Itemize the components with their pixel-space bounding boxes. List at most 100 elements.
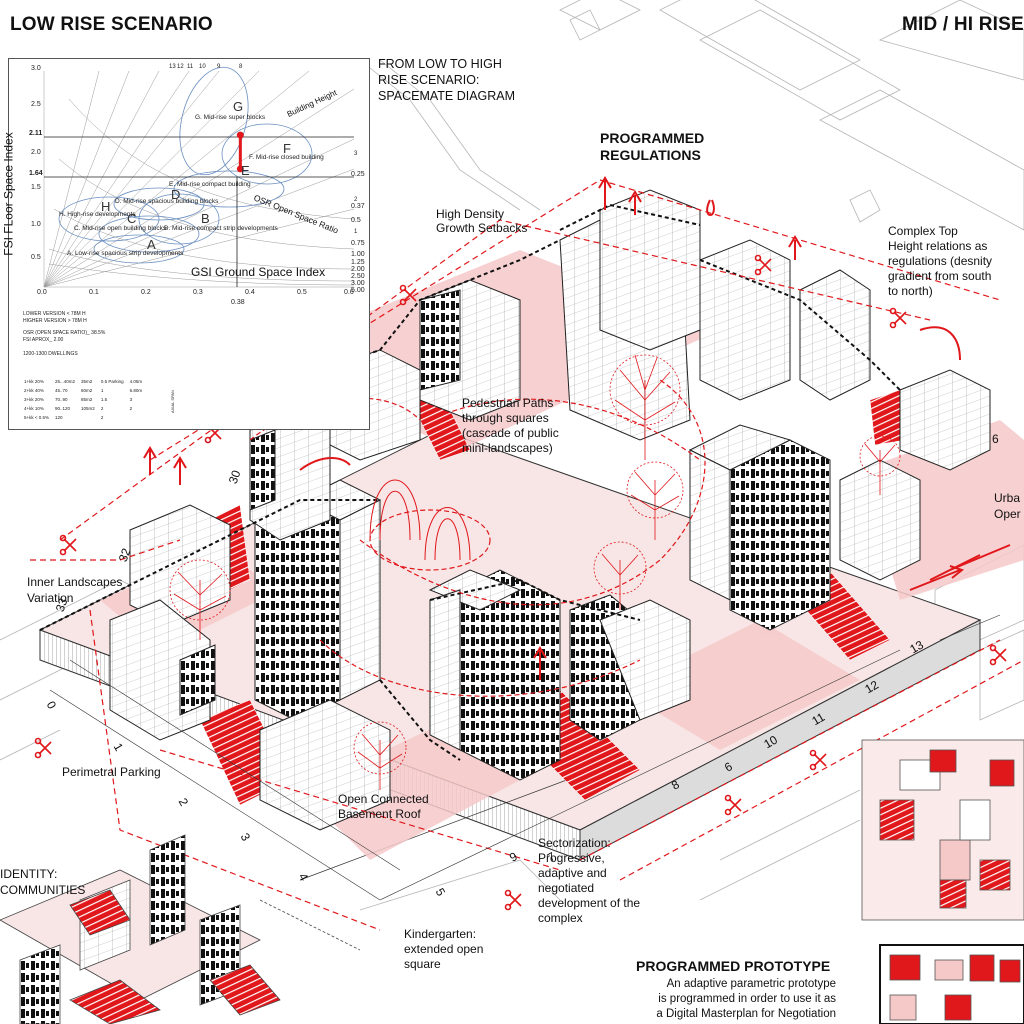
programmed-regulations-heading: PROGRAMMED REGULATIONS <box>600 130 704 164</box>
table-cell: 60m2 <box>81 388 93 393</box>
table-cell <box>78 413 98 422</box>
region-label: H. High-rise developments <box>59 211 136 218</box>
label-line: gradient from south <box>888 269 992 283</box>
spacemate-plot <box>43 66 355 288</box>
identity-communities-sketch <box>0 834 361 1024</box>
x-tick: 0.3 <box>193 289 203 296</box>
osr-tick: 2.00 <box>351 266 365 273</box>
high-density-label: High Density Growth Setbacks <box>436 207 527 235</box>
region-letter: E <box>241 163 250 178</box>
region-label: A. Low-rise spacious strip developments <box>67 250 184 257</box>
dwelling-mix-table: 1+kk 20% 25...40m2 35m2 0.5 Parking 4.05… <box>21 377 145 422</box>
pedestrian-paths-label: Pedestrian Paths through squares (cascad… <box>462 396 559 456</box>
table-cell: 1.5 <box>100 397 108 402</box>
label-line: IDENTITY: <box>0 867 58 881</box>
floor-number: 3 <box>354 151 358 157</box>
x-tick: 0.1 <box>89 289 99 296</box>
table-cell: 2 <box>100 415 104 420</box>
table-cell: 4+kk 10% <box>24 406 44 411</box>
floor-number: 9 <box>217 64 221 70</box>
x-tick: 0.0 <box>37 289 47 296</box>
region-letter: A <box>147 237 156 252</box>
axial-span-label: AXIAL SPAN <box>169 390 175 413</box>
osr-tick: 3.00 <box>351 280 365 287</box>
regulation-arrows <box>143 176 1011 680</box>
sector-number: 6 <box>992 432 999 446</box>
osr-tick: 2.50 <box>351 273 365 280</box>
spacemate-summary: LOWER VERSION < 78M H HIGHER VERSION > 7… <box>23 311 105 358</box>
spacemate-marker-lines <box>44 136 354 287</box>
region-letter: C <box>127 211 137 226</box>
spacemate-caption: FROM LOW TO HIGH RISE SCENARIO: SPACEMAT… <box>378 56 515 104</box>
summary-line: 1200-1300 DWELLINGS <box>23 351 78 357</box>
x-tick: 0.5 <box>297 289 307 296</box>
x-tick: 0.2 <box>141 289 151 296</box>
summary-line: FSI APROX_ 2.00 <box>23 337 64 343</box>
complex-top-label: Complex Top Height relations as regulati… <box>888 224 992 299</box>
label-line: Pedestrian Paths <box>462 396 554 410</box>
plan-sketches <box>861 739 1024 1024</box>
table-row: 3+kk 20% 70..90 85m2 1.5 3 <box>21 395 145 404</box>
summary-line: LOWER VERSION < 78M H <box>23 311 86 317</box>
floor-number: 11 <box>187 64 194 70</box>
table-cell: 6.80m <box>129 388 143 393</box>
scissors-icon <box>34 254 1007 931</box>
table-cell: 90..120 <box>55 406 71 411</box>
heading-line: PROGRAMMED <box>600 130 705 146</box>
identity-label: IDENTITY: COMMUNITIES <box>0 866 85 898</box>
table-cell: 0.5 Parking <box>100 379 124 384</box>
table-cell: 70..90 <box>55 397 68 402</box>
spacemate-diagram: 3.0 2.5 2.0 1.5 1.0 0.5 2.11 1.64 0.0 0.… <box>2 58 370 430</box>
osr-tick: 0.75 <box>351 240 365 247</box>
caption-line: FROM LOW TO HIGH <box>378 57 502 71</box>
floor-number: 1 <box>354 229 358 235</box>
floor-number: 8 <box>239 64 243 70</box>
osr-tick: 0.37 <box>351 203 365 210</box>
marked-x: 0.38 <box>231 299 245 306</box>
heading-line: REGULATIONS <box>600 147 701 163</box>
region-label: E. Mid-rise compact building <box>169 181 251 188</box>
osr-tick: 1.00 <box>351 251 365 258</box>
pavilion-arches <box>369 479 471 561</box>
label-line: regulations (desnity <box>888 254 993 268</box>
y-tick: 3.0 <box>31 65 41 72</box>
caption-line: RISE SCENARIO: <box>378 73 480 87</box>
table-cell <box>127 413 146 422</box>
spacemate-grid <box>43 70 355 288</box>
label-line: Progressive, <box>538 851 605 865</box>
trees <box>169 354 901 790</box>
mid-hi-rise-title: MID / HI RISE <box>902 14 1024 35</box>
table-cell: 35m2 <box>81 379 93 384</box>
table-cell: 120 <box>55 415 63 420</box>
table-cell: 5+kk < 0.5% <box>24 415 50 420</box>
regulation-envelope <box>30 179 1024 931</box>
summary-line: HIGHER VERSION > 78M H <box>23 318 87 324</box>
floor-number: 13 <box>169 64 176 70</box>
spacemate-points <box>236 131 244 173</box>
label-line: Oper <box>994 507 1021 521</box>
label-line: square <box>404 957 441 971</box>
table-cell: 25...40m2 <box>55 379 76 384</box>
region-label: F. Mid-rise closed building <box>249 154 324 161</box>
summary-line: OSR (OPEN SPACE RATIO)_ 38.5% <box>23 330 106 336</box>
table-cell: 2+kk 40% <box>24 388 44 393</box>
x-axis-label: GSI Ground Space Index <box>191 265 326 279</box>
region-letter: G <box>233 99 244 114</box>
table-cell: 3+kk 20% <box>24 397 44 402</box>
region-label: C. Mid-rise open building blocks <box>74 225 167 232</box>
label-line: to north) <box>888 284 933 298</box>
label-line: extended open <box>404 942 484 956</box>
y-axis-label: FSI FLoor Space Index <box>1 132 16 256</box>
table-cell: 1 <box>100 388 104 393</box>
region-letter: B <box>201 211 210 226</box>
label-line: Growth Setbacks <box>436 221 528 235</box>
y-tick: 0.5 <box>31 254 41 261</box>
label-line: Height relations as <box>888 239 988 253</box>
label-line: Variation <box>27 591 74 605</box>
spacemate-regions <box>58 66 313 264</box>
programmed-prototype-heading: PROGRAMMED PROTOTYPE <box>636 958 831 974</box>
floor-number: 2 <box>354 197 358 203</box>
inner-landscapes-label: Inner Landscapes Variation <box>27 574 122 606</box>
table-cell: 45..70 <box>55 388 68 393</box>
marked-y: 2.11 <box>29 130 43 137</box>
